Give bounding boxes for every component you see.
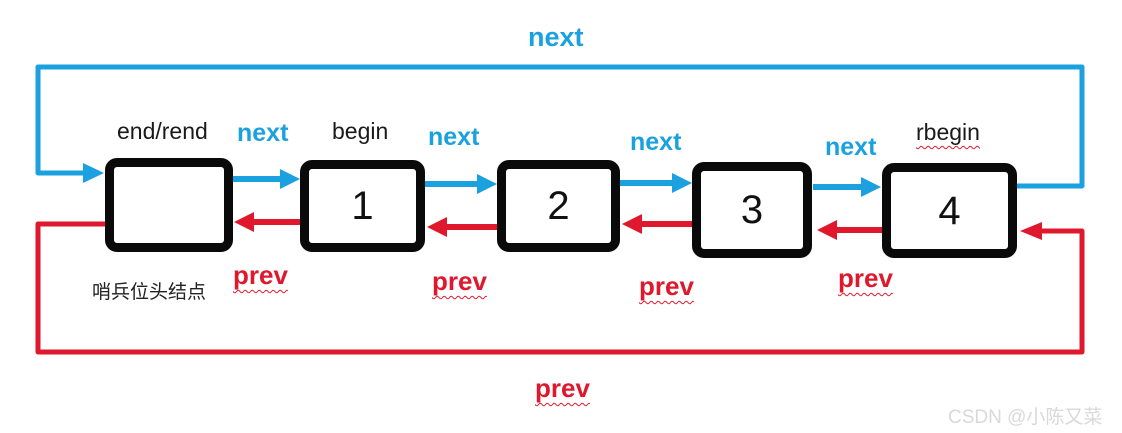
- label-begin: begin: [332, 118, 389, 144]
- prev-label-3: prev: [639, 271, 694, 301]
- prev-arrow-3: [622, 214, 693, 234]
- prev-label-1: prev: [233, 260, 288, 290]
- node-box-2: 2: [497, 160, 620, 252]
- label-end-rend: end/rend: [117, 118, 208, 144]
- node-value: 3: [740, 188, 764, 232]
- next-arrow-2: [423, 174, 497, 194]
- sentinel-caption: 哨兵位头结点: [92, 282, 207, 303]
- prev-label-2: prev: [432, 266, 487, 296]
- next-label-2: next: [428, 123, 480, 151]
- node-box-1: 1: [300, 160, 425, 252]
- prev-arrow-4: [817, 220, 883, 240]
- label-rbegin: rbegin: [916, 119, 980, 145]
- next-label-1: next: [237, 119, 289, 147]
- next-label-3: next: [630, 128, 682, 156]
- next-loop-arrow: [35, 64, 1085, 189]
- prev-arrow-2: [427, 217, 498, 237]
- prev-arrow-1: [234, 212, 301, 232]
- prev-label-4: prev: [838, 263, 893, 293]
- node-box-3: 3: [692, 162, 812, 258]
- node-box-4: 4: [882, 163, 1017, 258]
- node-value: 1: [351, 184, 374, 228]
- next-label-4: next: [825, 133, 877, 161]
- node-value: 4: [938, 188, 961, 233]
- node-box-sentinel: [105, 158, 233, 252]
- node-value: 2: [547, 184, 570, 228]
- next-loop-label: next: [528, 22, 584, 52]
- next-arrow-3: [618, 173, 692, 193]
- prev-loop-label: prev: [535, 373, 590, 403]
- next-arrow-1: [231, 169, 300, 189]
- next-arrow-4: [813, 177, 881, 197]
- prev-loop-arrow: [35, 221, 1085, 355]
- watermark: CSDN @小陈又菜: [948, 407, 1103, 428]
